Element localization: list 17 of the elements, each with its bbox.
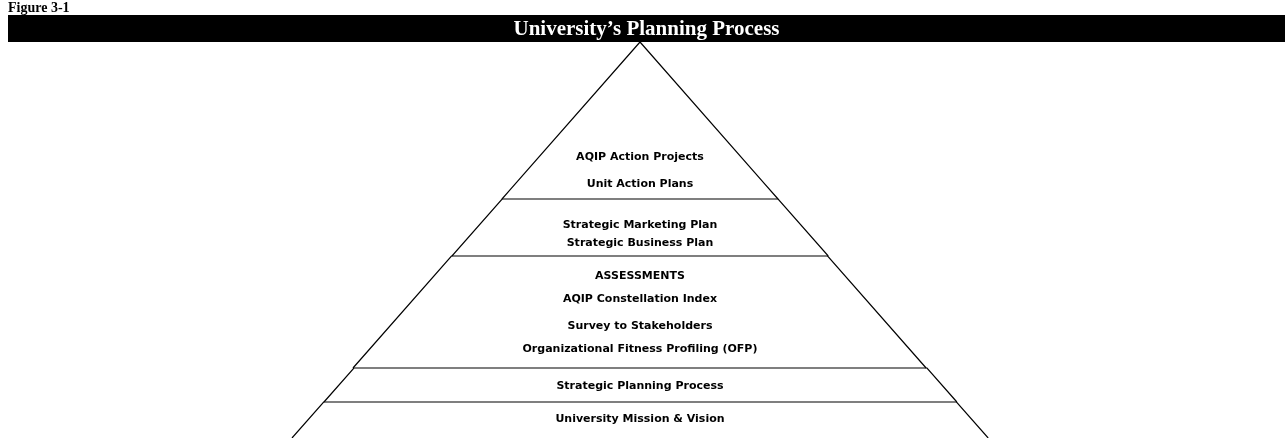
figure-label: Figure 3-1: [8, 0, 70, 15]
tier-text: Unit Action Plans: [586, 177, 694, 191]
tier-text: AQIP Constellation Index: [562, 292, 718, 306]
pyramid-tier: [353, 256, 927, 368]
tier-text: ASSESSMENTS: [595, 269, 685, 283]
title: University’s Planning Process: [513, 16, 780, 41]
pyramid-tier: [291, 402, 989, 438]
pyramid-tier: [502, 42, 778, 199]
pyramid-tier: [323, 368, 957, 402]
tier-text: Strategic Marketing Plan: [562, 218, 718, 232]
tier-text: AQIP Action Projects: [576, 150, 704, 164]
tier-text: Survey to Stakeholders: [567, 319, 713, 333]
tier-text: University Mission & Vision: [555, 412, 725, 426]
tier-text: Organizational Fitness Profiling (OFP): [522, 342, 758, 356]
pyramid-tier: [451, 199, 829, 256]
tier-text: Strategic Planning Process: [556, 379, 724, 393]
tier-text: Strategic Business Plan: [566, 236, 714, 250]
